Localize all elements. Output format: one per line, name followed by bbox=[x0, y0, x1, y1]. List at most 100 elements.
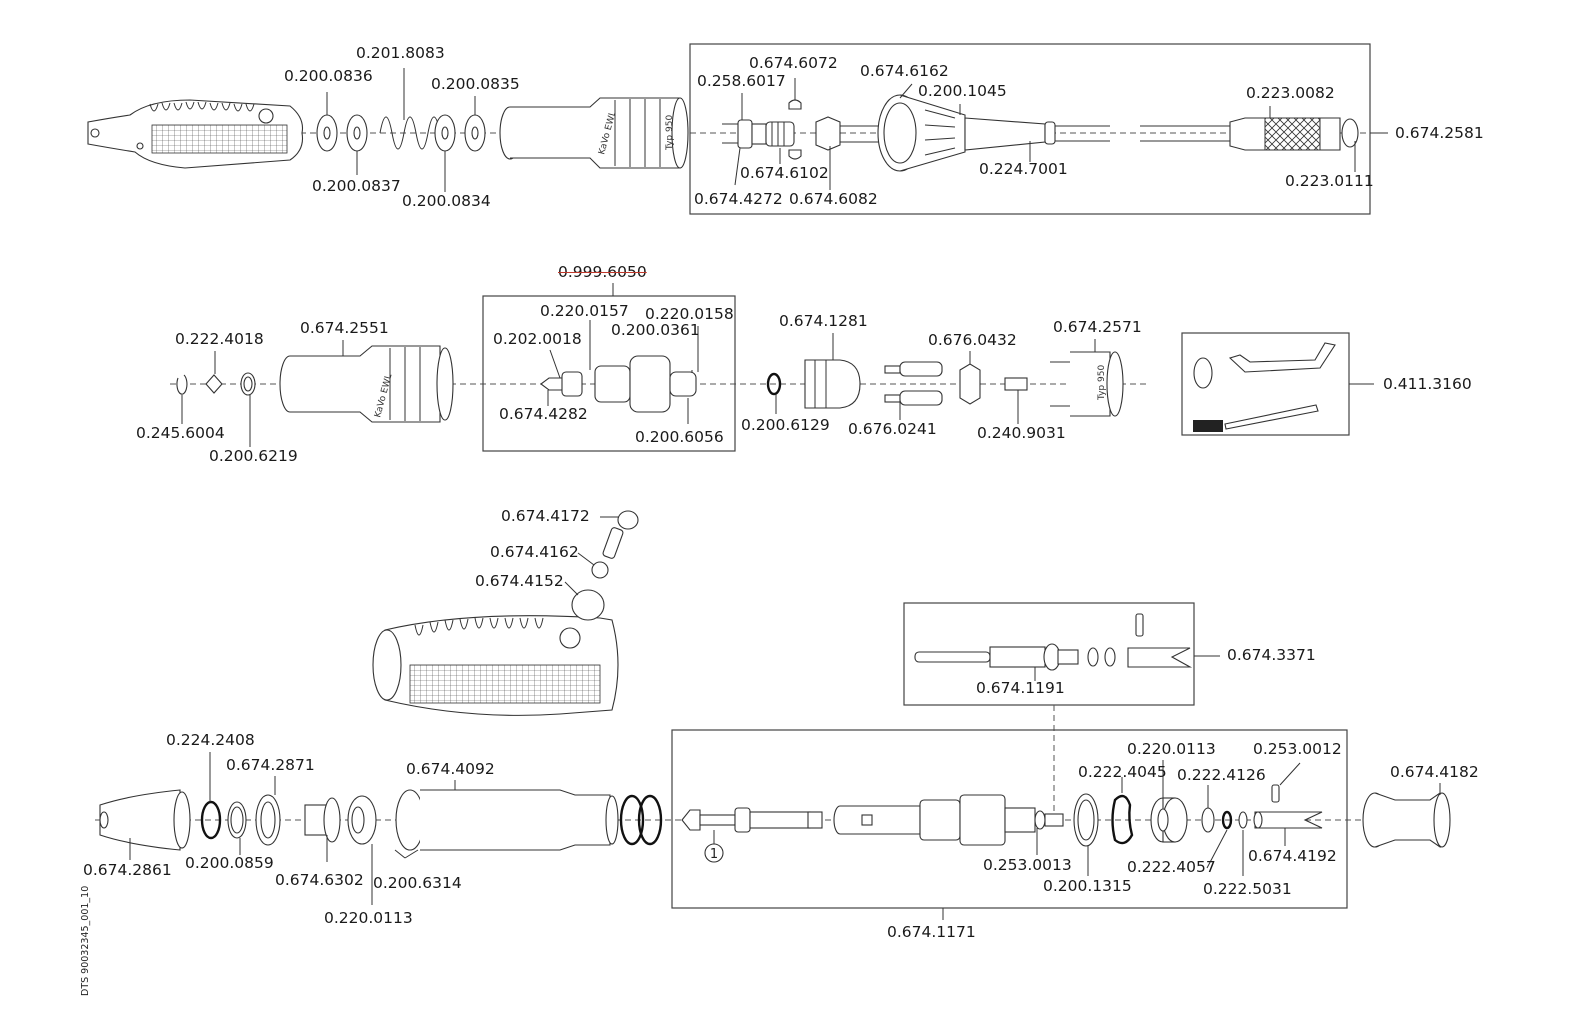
part-label-0-674-2581: 0.674.2581 bbox=[1395, 124, 1484, 142]
part-label-0-674-4192: 0.674.4192 bbox=[1248, 847, 1337, 865]
row2-assembly: KaVo EWL Typ 950 bbox=[170, 295, 1350, 452]
motor-type-text: Typ 950 bbox=[1097, 365, 1107, 401]
part-label-0-999-6050-discontinued: 0.999.6050 bbox=[558, 263, 647, 281]
spacer-part bbox=[591, 561, 609, 579]
part-label-0-200-6314: 0.200.6314 bbox=[373, 874, 462, 892]
part-label-0-200-1045: 0.200.1045 bbox=[918, 82, 1007, 100]
collet-chuck-part bbox=[681, 807, 823, 833]
nut-part bbox=[815, 116, 841, 151]
part-label-0-200-0834: 0.200.0834 bbox=[402, 192, 491, 210]
o-ring-part bbox=[200, 800, 222, 840]
callout-number: 1 bbox=[710, 847, 718, 862]
seal-ring-part bbox=[1111, 794, 1134, 845]
o-ring-part bbox=[766, 372, 782, 396]
part-label-0-674-3371: 0.674.3371 bbox=[1227, 646, 1316, 664]
grip-sleeve-part bbox=[372, 615, 619, 716]
part-label-0-200-0361: 0.200.0361 bbox=[611, 321, 700, 339]
cable-sleeve-part bbox=[964, 117, 1046, 151]
part-label-0-220-0113-sleeve: 0.220.0113 bbox=[324, 909, 413, 927]
rotor-part bbox=[540, 355, 697, 413]
part-label-0-222-4126: 0.222.4126 bbox=[1177, 766, 1266, 784]
washer-part bbox=[1238, 811, 1248, 829]
leader-lines bbox=[129, 68, 1441, 920]
nose-cone-part bbox=[99, 789, 191, 851]
part-label-0-674-6162: 0.674.6162 bbox=[860, 62, 949, 80]
part-label-0-674-2551: 0.674.2551 bbox=[300, 319, 389, 337]
part-label-0-674-4162: 0.674.4162 bbox=[490, 543, 579, 561]
handpiece-sleeve-part bbox=[87, 99, 304, 169]
part-label-0-201-8083: 0.201.8083 bbox=[356, 44, 445, 62]
part-label-0-200-6056: 0.200.6056 bbox=[635, 428, 724, 446]
motor-part: KaVo EWL Typ 950 bbox=[499, 97, 689, 169]
part-label-0-220-0157: 0.220.0157 bbox=[540, 302, 629, 320]
part-label-0-674-1171: 0.674.1171 bbox=[887, 923, 976, 941]
part-label-0-253-0013: 0.253.0013 bbox=[983, 856, 1072, 874]
end-cap-part: Typ 950 bbox=[1050, 351, 1124, 417]
part-label-0-411-3160: 0.411.3160 bbox=[1383, 375, 1472, 393]
motor-housing-part: KaVo EWL bbox=[279, 345, 454, 423]
screw-part bbox=[1004, 377, 1028, 391]
part-label-0-200-0836: 0.200.0836 bbox=[284, 67, 373, 85]
part-label-0-676-0241: 0.676.0241 bbox=[848, 420, 937, 438]
spring-clip-part bbox=[1201, 807, 1215, 833]
part-label-0-222-4045: 0.222.4045 bbox=[1078, 763, 1167, 781]
part-label-0-200-0835: 0.200.0835 bbox=[431, 75, 520, 93]
rotor-assembly-box bbox=[482, 295, 736, 452]
brush-holder-part bbox=[959, 363, 981, 405]
part-label-0-676-0432: 0.676.0432 bbox=[928, 331, 1017, 349]
part-label-0-253-0012: 0.253.0012 bbox=[1253, 740, 1342, 758]
part-label-0-222-4057: 0.222.4057 bbox=[1127, 858, 1216, 876]
part-label-0-224-2408: 0.224.2408 bbox=[166, 731, 255, 749]
document-id: DTS 90032345_001_10 bbox=[80, 885, 91, 996]
part-label-0-674-4272: 0.674.4272 bbox=[694, 190, 783, 208]
seal-part bbox=[1221, 810, 1233, 830]
part-label-0-674-4152: 0.674.4152 bbox=[475, 572, 564, 590]
part-label-0-258-6017: 0.258.6017 bbox=[697, 72, 786, 90]
cable-connector-part bbox=[1229, 117, 1359, 151]
seal-part bbox=[205, 374, 223, 394]
part-label-0-674-4172: 0.674.4172 bbox=[501, 507, 590, 525]
part-label-0-222-5031: 0.222.5031 bbox=[1203, 880, 1292, 898]
o-ring-part bbox=[637, 794, 663, 846]
part-label-0-200-0837: 0.200.0837 bbox=[312, 177, 401, 195]
part-label-0-224-7001: 0.224.7001 bbox=[979, 160, 1068, 178]
part-label-0-674-6102: 0.674.6102 bbox=[740, 164, 829, 182]
wrench-part bbox=[1228, 342, 1336, 373]
part-label-0-200-0859: 0.200.0859 bbox=[185, 854, 274, 872]
part-label-0-222-4018: 0.222.4018 bbox=[175, 330, 264, 348]
end-cap-part bbox=[1362, 791, 1451, 849]
spindle-part bbox=[914, 613, 1193, 671]
part-label-0-200-6219: 0.200.6219 bbox=[209, 447, 298, 465]
brush-tool-part bbox=[1224, 404, 1319, 430]
part-label-0-674-6302: 0.674.6302 bbox=[275, 871, 364, 889]
o-ring-part bbox=[619, 794, 645, 846]
part-label-0-674-1191: 0.674.1191 bbox=[976, 679, 1065, 697]
part-label-0-202-0018: 0.202.0018 bbox=[493, 330, 582, 348]
part-label-0-200-6129: 0.200.6129 bbox=[741, 416, 830, 434]
rotor-holder-part bbox=[804, 359, 861, 409]
drive-shaft-part bbox=[833, 794, 1064, 846]
circlip-part bbox=[176, 374, 188, 395]
connector-plug-part bbox=[722, 119, 795, 149]
cable-assembly-box bbox=[689, 43, 1371, 215]
half-shell-part bbox=[788, 149, 802, 160]
motor-type-text: Typ 950 bbox=[665, 115, 675, 151]
brush-bristles bbox=[1193, 420, 1223, 432]
part-label-0-245-6004: 0.245.6004 bbox=[136, 424, 225, 442]
row1-assembly: KaVo EWL Typ 950 bbox=[87, 43, 1371, 215]
gear-assembly-box bbox=[671, 729, 1348, 909]
carbon-brush-part bbox=[884, 361, 943, 406]
sleeve-insert-part bbox=[304, 797, 341, 843]
part-label-0-220-0158: 0.220.0158 bbox=[645, 305, 734, 323]
part-label-0-674-6072: 0.674.6072 bbox=[749, 54, 838, 72]
part-label-0-674-4182: 0.674.4182 bbox=[1390, 763, 1479, 781]
part-label-0-674-2861: 0.674.2861 bbox=[83, 861, 172, 879]
fork-shaft-part bbox=[1254, 811, 1323, 829]
outer-sleeve-part bbox=[395, 789, 619, 851]
half-shell-part bbox=[788, 99, 802, 110]
knurled-nut-part bbox=[1193, 357, 1213, 389]
part-label-0-674-2571: 0.674.2571 bbox=[1053, 318, 1142, 336]
part-label-0-674-1281: 0.674.1281 bbox=[779, 312, 868, 330]
part-label-0-200-1315: 0.200.1315 bbox=[1043, 877, 1132, 895]
